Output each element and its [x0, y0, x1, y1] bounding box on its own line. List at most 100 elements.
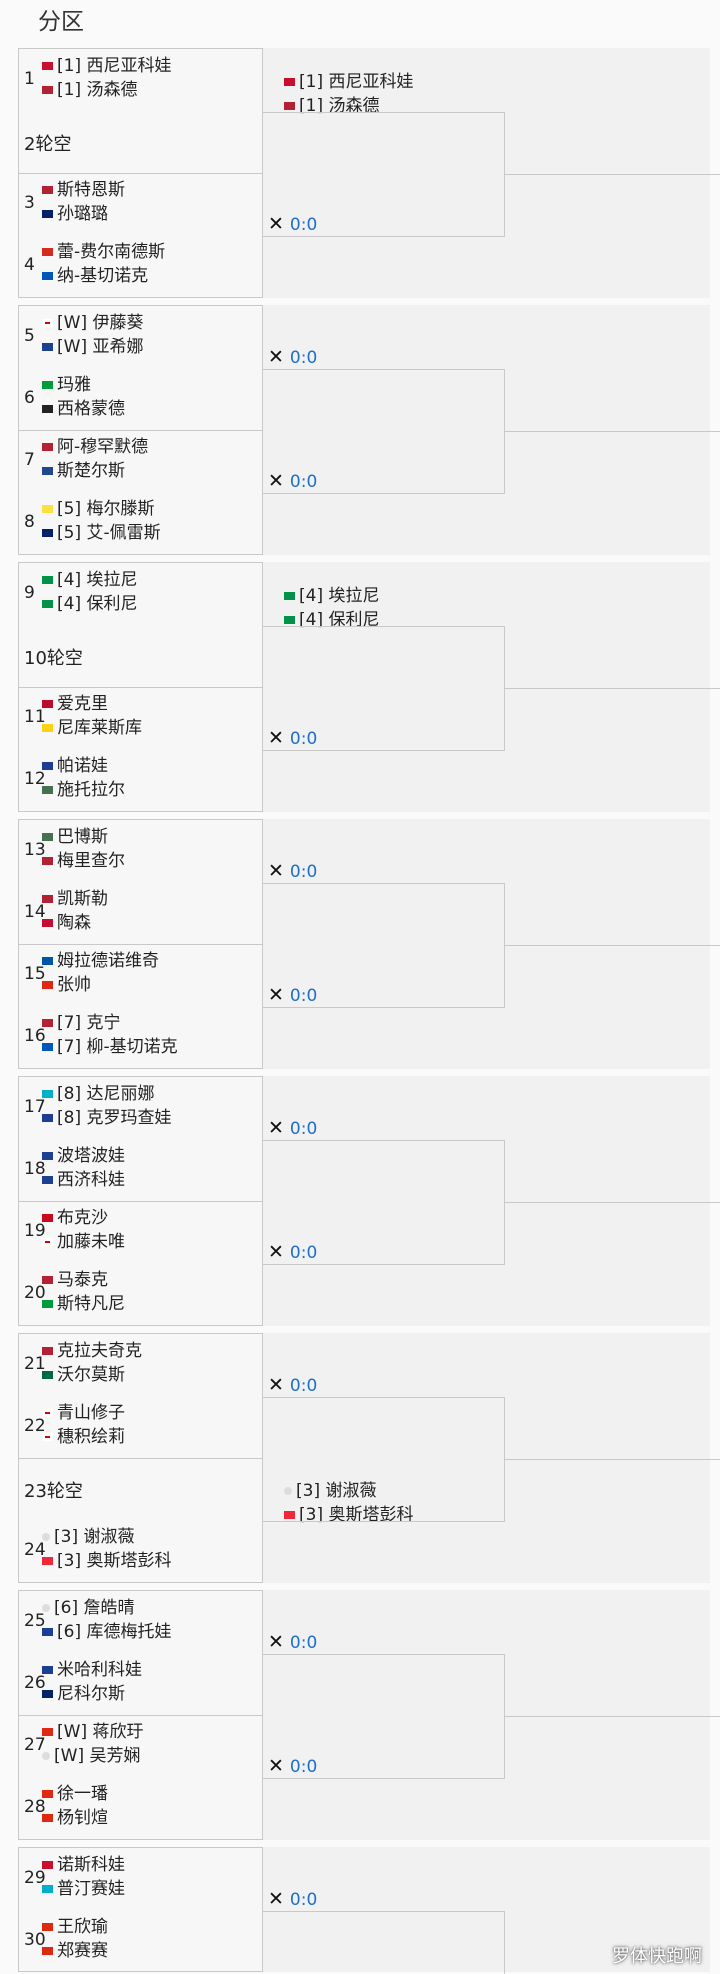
match-score[interactable]: ✕0:0 [268, 212, 317, 236]
player-row[interactable]: 蕾-费尔南德斯 [42, 240, 165, 264]
player-row[interactable]: 尼库莱斯库 [42, 716, 142, 740]
second-round-entry[interactable]: [3] 谢淑薇[3] 奥斯塔彭科 [264, 1475, 464, 1527]
player-row[interactable]: [4] 埃拉尼 [42, 568, 137, 592]
player-row[interactable]: 普汀赛娃 [42, 1877, 125, 1901]
draw-slot[interactable]: 23轮空 [18, 1459, 263, 1521]
match-score[interactable]: ✕0:0 [268, 859, 317, 883]
player-row[interactable]: [8] 克罗玛查娃 [42, 1106, 171, 1130]
player-row[interactable]: 郑赛赛 [42, 1939, 108, 1963]
player-row[interactable]: 纳-基切诺克 [42, 264, 148, 288]
player-row[interactable]: 王欣瑜 [42, 1915, 108, 1939]
draw-slot[interactable]: 5[W] 伊藤葵[W] 亚希娜 [18, 307, 263, 369]
draw-slot[interactable]: 8[5] 梅尔滕斯[5] 艾-佩雷斯 [18, 493, 263, 555]
match-score[interactable]: ✕0:0 [268, 1887, 317, 1911]
player-row[interactable]: 张帅 [42, 973, 91, 997]
player-row[interactable]: 斯特凡尼 [42, 1292, 125, 1316]
player-row[interactable]: [1] 西尼亚科娃 [284, 70, 413, 94]
player-row[interactable]: [W] 亚希娜 [42, 335, 143, 359]
second-round-entry[interactable]: [1] 西尼亚科娃[1] 汤森德 [264, 66, 464, 118]
draw-slot[interactable]: 16[7] 克宁[7] 柳-基切诺克 [18, 1007, 263, 1069]
match-score[interactable]: ✕0:0 [268, 1373, 317, 1397]
match-score[interactable]: ✕0:0 [268, 983, 317, 1007]
draw-slot[interactable]: 10轮空 [18, 626, 263, 688]
player-row[interactable]: [3] 谢淑薇 [284, 1479, 376, 1503]
player-row[interactable]: 斯特恩斯 [42, 178, 125, 202]
second-round-entry[interactable]: [4] 埃拉尼[4] 保利尼 [264, 580, 464, 632]
player-row[interactable]: 阿-穆罕默德 [42, 435, 148, 459]
player-row[interactable]: 斯楚尔斯 [42, 459, 125, 483]
player-row[interactable]: [4] 保利尼 [42, 592, 137, 616]
player-row[interactable]: [5] 艾-佩雷斯 [42, 521, 161, 545]
player-row[interactable]: [6] 詹皓晴 [42, 1596, 134, 1620]
match-score[interactable]: ✕0:0 [268, 1754, 317, 1778]
player-row[interactable]: [4] 埃拉尼 [284, 584, 379, 608]
draw-slot[interactable]: 2轮空 [18, 112, 263, 174]
player-row[interactable]: 陶森 [42, 911, 91, 935]
player-row[interactable]: 布克沙 [42, 1206, 108, 1230]
player-row[interactable]: 梅里查尔 [42, 849, 125, 873]
player-row[interactable]: 加藤未唯 [42, 1230, 125, 1254]
player-row[interactable]: 玛雅 [42, 373, 91, 397]
player-row[interactable]: [1] 汤森德 [42, 78, 137, 102]
player-row[interactable]: 孙璐璐 [42, 202, 108, 226]
player-row[interactable]: 马泰克 [42, 1268, 108, 1292]
player-row[interactable]: 西格蒙德 [42, 397, 125, 421]
player-row[interactable]: [8] 达尼丽娜 [42, 1082, 154, 1106]
player-row[interactable]: [1] 汤森德 [284, 94, 379, 118]
match-score[interactable]: ✕0:0 [268, 469, 317, 493]
player-row[interactable]: 米哈利科娃 [42, 1658, 142, 1682]
player-row[interactable]: [3] 奥斯塔彭科 [284, 1503, 413, 1527]
player-row[interactable]: [W] 吴芳娴 [42, 1744, 140, 1768]
player-row[interactable]: 尼科尔斯 [42, 1682, 125, 1706]
player-row[interactable]: 爱克里 [42, 692, 108, 716]
match-score[interactable]: ✕0:0 [268, 1240, 317, 1264]
player-row[interactable]: 青山修子 [42, 1401, 125, 1425]
player-row[interactable]: 凯斯勒 [42, 887, 108, 911]
player-row[interactable]: 诺斯科娃 [42, 1853, 125, 1877]
player-row[interactable]: [7] 克宁 [42, 1011, 120, 1035]
player-row[interactable]: 沃尔莫斯 [42, 1363, 125, 1387]
match-score[interactable]: ✕0:0 [268, 1116, 317, 1140]
player-row[interactable]: 杨钊煊 [42, 1806, 108, 1830]
player-row[interactable]: [5] 梅尔滕斯 [42, 497, 154, 521]
player-row[interactable]: 波塔波娃 [42, 1144, 125, 1168]
draw-slot[interactable]: 24[3] 谢淑薇[3] 奥斯塔彭科 [18, 1521, 263, 1583]
match-score[interactable]: ✕0:0 [268, 345, 317, 369]
player-row[interactable]: 姆拉德诺维奇 [42, 949, 159, 973]
match-score[interactable]: ✕0:0 [268, 1630, 317, 1654]
draw-slot[interactable]: 17[8] 达尼丽娜[8] 克罗玛查娃 [18, 1078, 263, 1140]
player-row[interactable]: 克拉夫奇克 [42, 1339, 142, 1363]
player-row[interactable]: 帕诺娃 [42, 754, 108, 778]
player-row[interactable]: [3] 奥斯塔彭科 [42, 1549, 171, 1573]
player-row[interactable]: [W] 蒋欣玗 [42, 1720, 143, 1744]
player-row[interactable]: 西济科娃 [42, 1168, 125, 1192]
player-row[interactable]: [4] 保利尼 [284, 608, 379, 632]
player-row[interactable]: [W] 伊藤葵 [42, 311, 143, 335]
draw-slot[interactable]: 27[W] 蒋欣玗[W] 吴芳娴 [18, 1716, 263, 1778]
player-row[interactable]: [6] 库德梅托娃 [42, 1620, 171, 1644]
draw-slot[interactable]: 9[4] 埃拉尼[4] 保利尼 [18, 564, 263, 626]
player-row[interactable]: 施托拉尔 [42, 778, 125, 802]
match-score[interactable]: ✕0:0 [268, 726, 317, 750]
player-row[interactable]: 徐一璠 [42, 1782, 108, 1806]
player-row[interactable]: [3] 谢淑薇 [42, 1525, 134, 1549]
draw-slot[interactable]: 1[1] 西尼亚科娃[1] 汤森德 [18, 50, 263, 112]
player-row[interactable]: [7] 柳-基切诺克 [42, 1035, 178, 1059]
